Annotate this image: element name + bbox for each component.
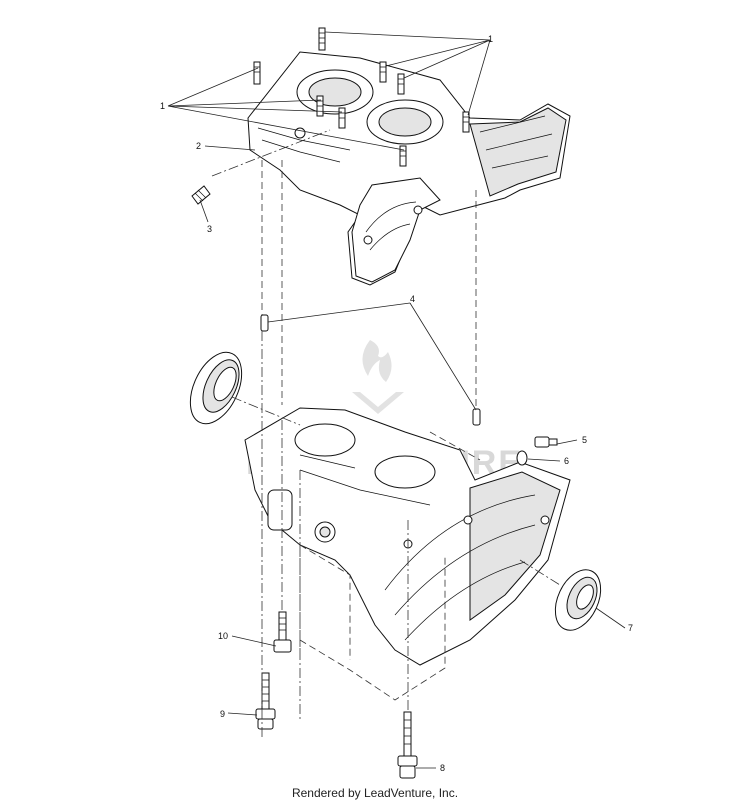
callout-9: 9 (220, 709, 225, 719)
callout-4: 4 (410, 294, 415, 304)
lower-crankcase (244, 407, 571, 666)
dowel-pin-left (260, 314, 269, 332)
callout-labels: 1 1 2 3 4 5 6 7 8 9 10 (160, 34, 633, 773)
callout-10: 10 (218, 631, 228, 641)
dowel-pin-right (472, 408, 481, 426)
callout-6: 6 (564, 456, 569, 466)
callout-5: 5 (582, 435, 587, 445)
callout-1-top: 1 (488, 34, 493, 44)
cylinder-studs (253, 27, 470, 167)
assembly-lines (211, 129, 561, 740)
callout-3: 3 (207, 224, 212, 234)
upper-crankcase (247, 27, 571, 286)
callout-8: 8 (440, 763, 445, 773)
leader-lines (167, 31, 626, 769)
crankcase-bolt-8 (397, 711, 418, 779)
crankcase-bolt-10 (273, 611, 292, 653)
drain-plug (191, 185, 211, 205)
right-crankshaft-seal (554, 569, 602, 631)
crankcase-bolt-9 (255, 672, 276, 730)
callout-1-left: 1 (160, 101, 165, 111)
render-credit: Rendered by LeadVenture, Inc. (291, 786, 459, 800)
callout-7: 7 (628, 623, 633, 633)
sealing-washer (516, 450, 528, 466)
left-crankshaft-seal (189, 351, 243, 425)
callout-2: 2 (196, 141, 201, 151)
fitting (534, 436, 558, 448)
